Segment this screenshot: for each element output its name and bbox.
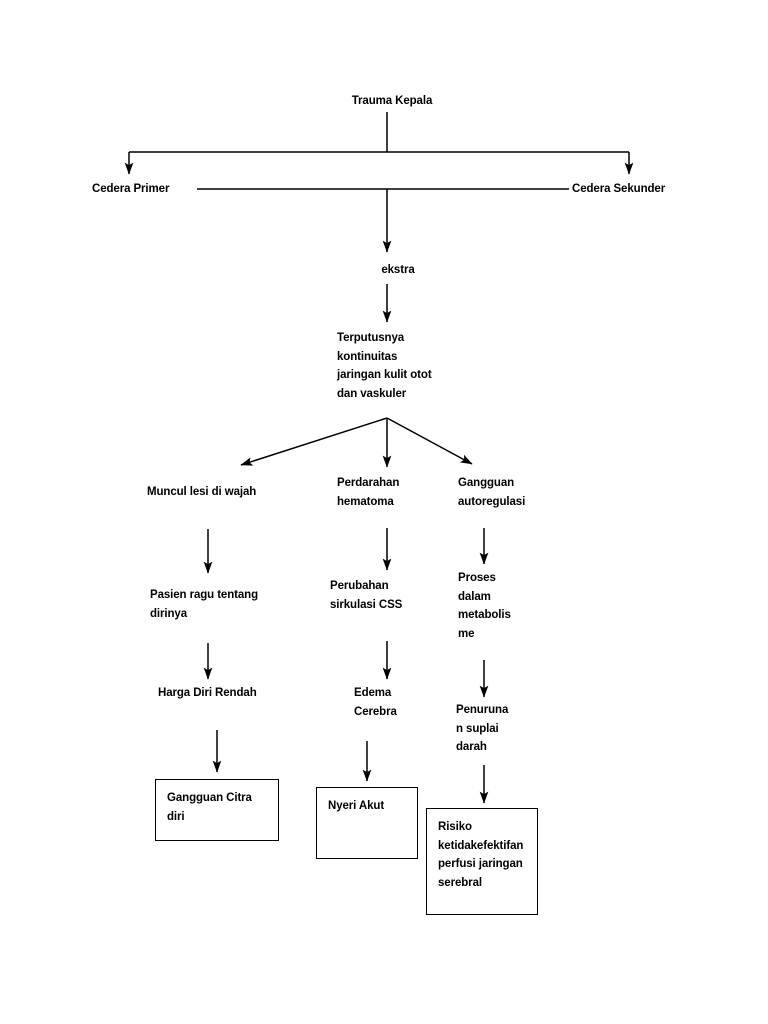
outcome-box-label: Nyeri Akut bbox=[328, 800, 385, 812]
connector-fan-right bbox=[386, 417, 473, 465]
node-gangguan-autoregulasi: Gangguan autoregulasi bbox=[458, 477, 526, 508]
node-cedera-sekunder: Cedera Sekunder bbox=[572, 183, 666, 195]
node-muncul-lesi-di-wajah: Muncul lesi di wajah bbox=[147, 486, 257, 498]
node-proses-dalam-metabolisme: Proses dalam metabolis me bbox=[458, 572, 511, 640]
node-cedera-primer: Cedera Primer bbox=[92, 183, 170, 195]
node-terputusnya-kontinuitas: Terputusnya kontinuitas jaringan kulit o… bbox=[337, 332, 432, 400]
node-edema-cerebra: Edema Cerebra bbox=[354, 687, 397, 718]
node-harga-diri-rendah: Harga Diri Rendah bbox=[158, 687, 257, 699]
node-perubahan-sirkulasi-css: Perubahan sirkulasi CSS bbox=[330, 580, 403, 611]
node-trauma-kepala: Trauma Kepala bbox=[351, 95, 433, 107]
node-perdarahan-hematoma: Perdarahan hematoma bbox=[337, 477, 400, 508]
outcome-box-risiko-perfusi: Risiko ketidakefektifan perfusi jaringan… bbox=[426, 808, 538, 915]
outcome-box-gangguan-citra-diri: Gangguan Citra diri bbox=[155, 779, 279, 841]
node-ekstra: ekstra bbox=[381, 264, 415, 276]
outcome-box-label: Risiko ketidakefektifan perfusi jaringan… bbox=[438, 821, 524, 889]
connector-fan-left bbox=[240, 417, 388, 466]
node-pasien-ragu-tentang-dirinya: Pasien ragu tentang dirinya bbox=[150, 589, 259, 620]
outcome-box-label: Gangguan Citra diri bbox=[167, 792, 252, 823]
node-penurunan-suplai-darah: Penuruna n suplai darah bbox=[456, 704, 509, 753]
outcome-box-nyeri-akut: Nyeri Akut bbox=[316, 787, 418, 859]
